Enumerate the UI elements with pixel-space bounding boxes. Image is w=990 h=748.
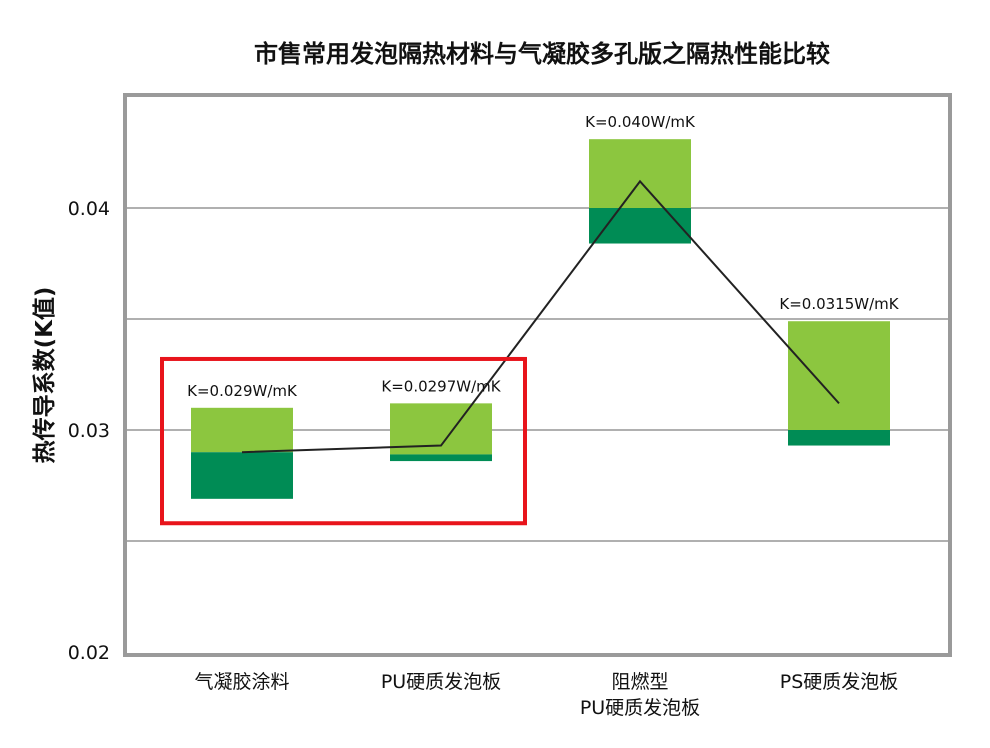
y-tick-label: 0.02: [68, 642, 110, 664]
data-label: K=0.0297W/mK: [381, 377, 501, 395]
bar-lower: [191, 452, 293, 499]
data-label: K=0.040W/mK: [585, 113, 696, 131]
bar-lower: [788, 430, 890, 446]
data-label: K=0.029W/mK: [187, 382, 298, 400]
y-axis-label: 热传导系数(K值): [31, 287, 58, 464]
series-line: [241, 179, 840, 454]
highlight-box: [160, 356, 527, 526]
y-tick-label: 0.04: [68, 198, 110, 220]
x-tick-label: PS硬质发泡板: [780, 671, 899, 693]
x-tick-label: PU硬质发泡板: [580, 697, 700, 719]
x-tick-label: PU硬质发泡板: [381, 671, 501, 693]
bar-lower: [589, 208, 691, 244]
x-tick-label: 气凝胶涂料: [194, 671, 289, 693]
chart-title: 市售常用发泡隔热材料与气凝胶多孔版之隔热性能比较: [254, 40, 830, 68]
bar-upper: [788, 321, 890, 430]
y-tick-label: 0.03: [68, 420, 110, 442]
bar-upper: [191, 407, 293, 453]
plot-frame: [123, 93, 952, 657]
x-tick-label: 阻燃型: [611, 671, 668, 693]
data-label: K=0.0315W/mK: [779, 295, 899, 313]
bar-upper: [589, 139, 691, 208]
bar-lower: [390, 454, 492, 462]
